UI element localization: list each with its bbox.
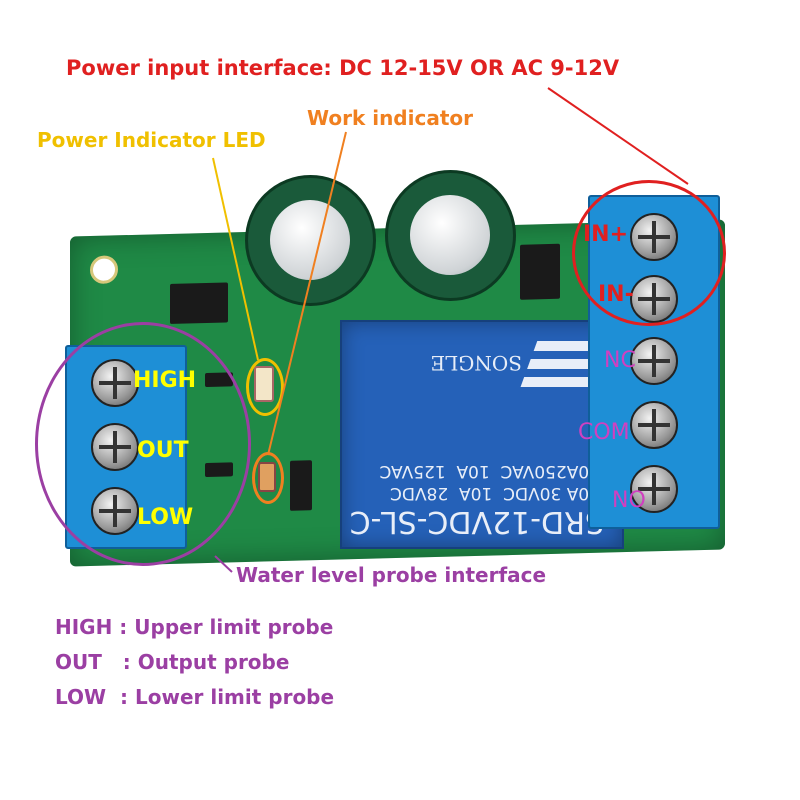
terminal-label-no: NO <box>612 488 646 513</box>
work-indicator-annotation: Work indicator <box>307 106 473 130</box>
legend-separator: : <box>112 615 135 639</box>
power-led-annotation: Power Indicator LED <box>37 128 266 152</box>
screw-terminal[interactable] <box>630 465 678 513</box>
probe-interface-leader <box>214 555 233 573</box>
legend-description: Output probe <box>137 650 290 674</box>
power-led-leader <box>212 157 259 361</box>
terminal-label-nc: NC <box>604 348 636 373</box>
capacitor <box>245 175 376 306</box>
legend-key: OUT <box>55 650 102 674</box>
legend-separator: : <box>101 650 138 674</box>
legend-row-high: HIGH : Upper limit probe <box>55 615 333 639</box>
capacitor <box>385 170 516 301</box>
relay: SRD-12VDC-SL-C 10A 30VDC 10A 28VDC 10A25… <box>340 320 624 549</box>
legend-row-low: LOW : Lower limit probe <box>55 685 334 709</box>
screw-terminal[interactable] <box>630 337 678 385</box>
work-indicator-leader <box>267 131 347 456</box>
legend-description: Upper limit probe <box>134 615 334 639</box>
legend-description: Lower limit probe <box>134 685 335 709</box>
legend-separator: : <box>106 685 135 709</box>
legend-key: LOW <box>55 685 107 709</box>
probe-interface-highlight <box>35 322 251 566</box>
power-led-highlight <box>246 358 284 416</box>
legend-key: HIGH <box>55 615 113 639</box>
legend-row-out: OUT : Output probe <box>55 650 289 674</box>
power-input-highlight <box>572 180 726 326</box>
power-input-leader <box>547 87 689 185</box>
terminal-label-com: COM <box>578 420 630 445</box>
probe-interface-annotation: Water level probe interface <box>236 563 547 587</box>
power-input-annotation: Power input interface: DC 12-15V OR AC 9… <box>66 56 620 80</box>
screw-terminal[interactable] <box>630 401 678 449</box>
